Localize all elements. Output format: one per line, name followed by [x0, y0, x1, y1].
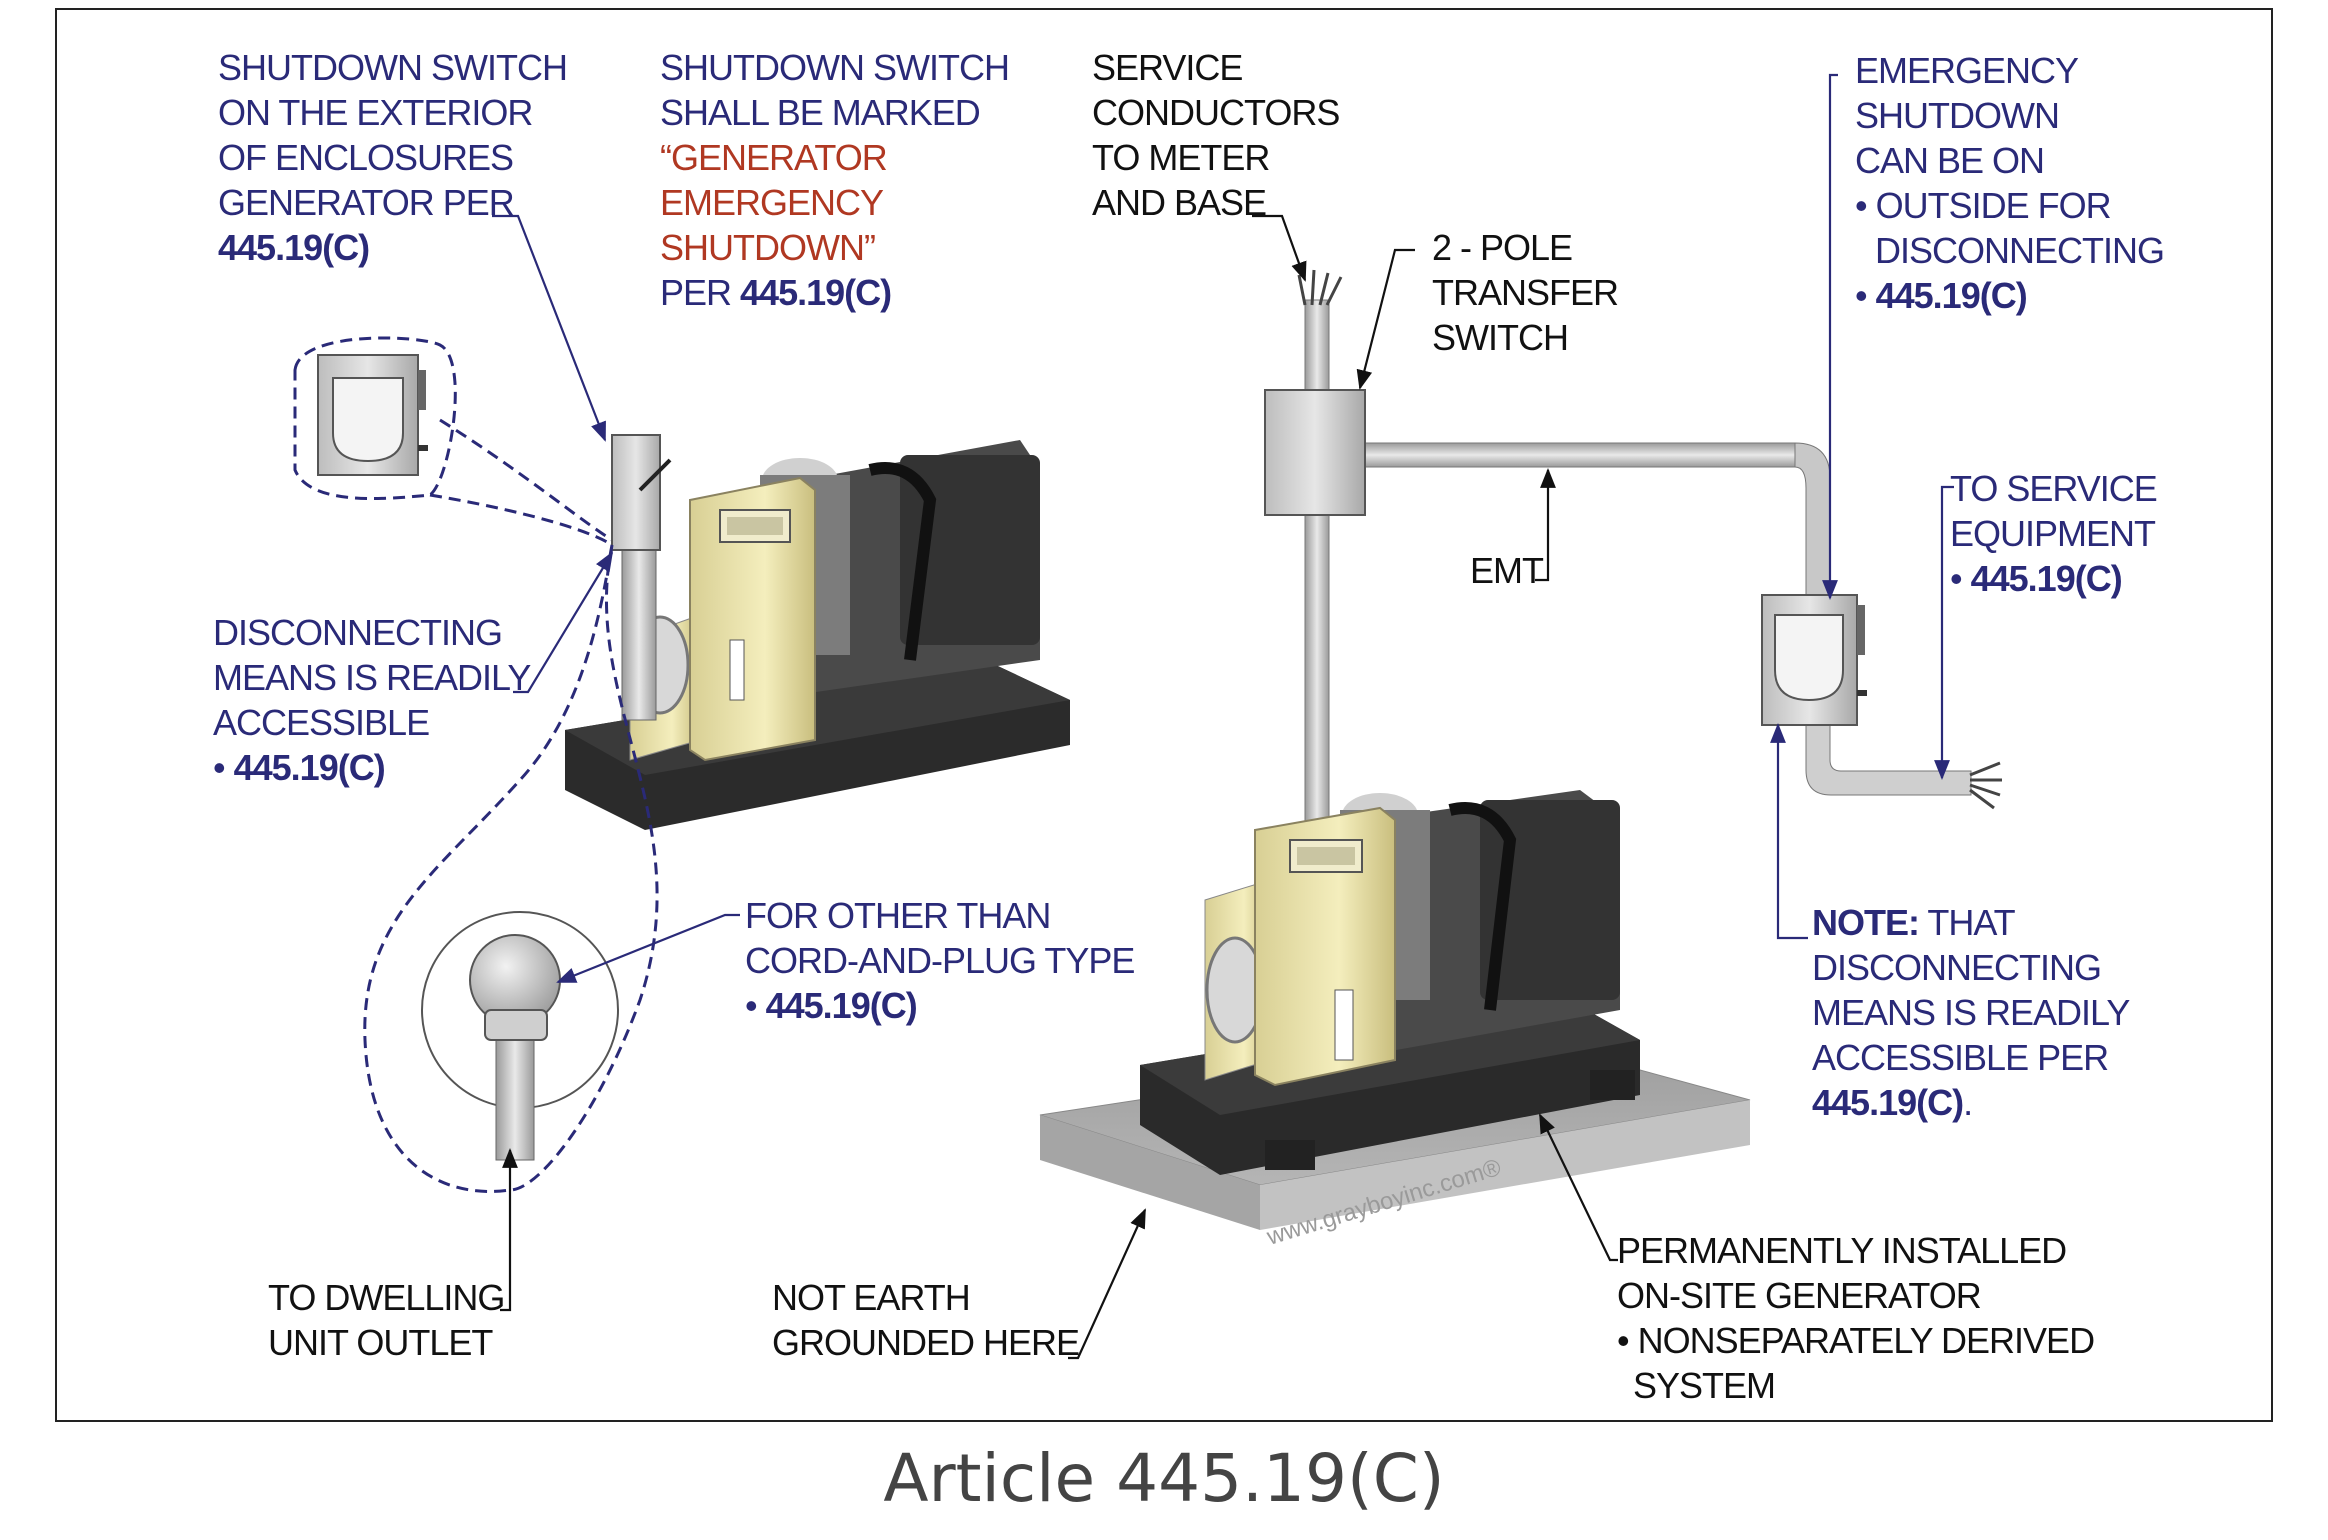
label-transfer-switch: 2 - POLE TRANSFER SWITCH	[1432, 225, 1619, 360]
label-line: MEANS IS READILY	[213, 657, 531, 698]
label-line: TRANSFER	[1432, 272, 1619, 313]
figure-caption: Article 445.19(C)	[883, 1440, 1445, 1517]
right-generator	[1140, 790, 1640, 1175]
label-line: GENERATOR PER	[218, 182, 515, 223]
label-cord-plug: FOR OTHER THAN CORD-AND-PLUG TYPE • 445.…	[745, 893, 1135, 1028]
label-line: OF ENCLOSURES	[218, 137, 514, 178]
label-emt: EMT	[1470, 550, 1544, 591]
marking-text: EMERGENCY	[660, 182, 884, 223]
code-reference: 445.19(C)	[1812, 1082, 1964, 1123]
code-reference: 445.19(C)	[740, 272, 892, 313]
plug-detail	[421, 911, 619, 1161]
label-line: TO DWELLING	[268, 1277, 505, 1318]
label-line: CORD-AND-PLUG TYPE	[745, 940, 1135, 981]
label-dwelling-outlet: TO DWELLING UNIT OUTLET	[268, 1275, 505, 1365]
label-line: 2 - POLE	[1432, 227, 1573, 268]
enclosure-detail-outline	[293, 336, 457, 500]
label-line: ACCESSIBLE PER	[1812, 1037, 2109, 1078]
label-line: DISCONNECTING	[213, 612, 503, 653]
label-line: MEANS IS READILY	[1812, 992, 2130, 1033]
code-reference: 445.19(C)	[765, 985, 918, 1026]
period: .	[1963, 1082, 1973, 1123]
label-line: DISCONNECTING	[1812, 947, 2102, 988]
label-line: THAT	[1919, 902, 2015, 943]
label-shutdown-marked: SHUTDOWN SWITCH SHALL BE MARKED “GENERAT…	[660, 45, 1010, 315]
label-line: • OUTSIDE FOR	[1855, 185, 2112, 226]
label-line: DISCONNECTING	[1875, 230, 2165, 271]
label-line: CAN BE ON	[1855, 140, 2045, 181]
code-reference: 445.19(C)	[1970, 558, 2123, 599]
label-line: NOT EARTH	[772, 1277, 971, 1318]
label-disconnecting-accessible: DISCONNECTING MEANS IS READILY ACCESSIBL…	[213, 610, 531, 790]
code-reference: 445.19(C)	[1875, 275, 2028, 316]
label-line: CONDUCTORS	[1092, 92, 1340, 133]
transfer-switch-box	[1264, 389, 1366, 516]
label-line: PERMANENTLY INSTALLED	[1617, 1230, 2067, 1271]
label-line: GROUNDED HERE	[772, 1322, 1080, 1363]
label-line: SHUTDOWN SWITCH	[218, 47, 568, 88]
label-line: SERVICE	[1092, 47, 1243, 88]
label-shutdown-exterior: SHUTDOWN SWITCH ON THE EXTERIOR OF ENCLO…	[218, 45, 568, 270]
label-note: NOTE: THAT DISCONNECTING MEANS IS READIL…	[1812, 900, 2130, 1125]
label-line: UNIT OUTLET	[268, 1322, 493, 1363]
service-conduit	[1297, 269, 1343, 831]
label-line: SHUTDOWN SWITCH	[660, 47, 1010, 88]
label-line: AND BASE	[1092, 182, 1267, 223]
label-line: SHALL BE MARKED	[660, 92, 981, 133]
emergency-shutdown-box	[1761, 594, 1867, 726]
note-heading: NOTE:	[1812, 902, 1920, 943]
label-line: PER	[660, 272, 741, 313]
code-reference: 445.19(C)	[218, 227, 370, 268]
label-permanent-generator: PERMANENTLY INSTALLED ON-SITE GENERATOR …	[1617, 1228, 2095, 1408]
label-line: SHUTDOWN	[1855, 95, 2060, 136]
label-emergency-shutdown: EMERGENCY SHUTDOWN CAN BE ON • OUTSIDE F…	[1855, 48, 2165, 318]
label-line: EQUIPMENT	[1950, 513, 2156, 554]
label-to-service-equipment: TO SERVICE EQUIPMENT • 445.19(C)	[1950, 466, 2158, 601]
label-service-conductors: SERVICE CONDUCTORS TO METER AND BASE	[1092, 45, 1340, 225]
bullet: •	[1855, 275, 1876, 316]
left-generator	[565, 440, 1070, 830]
left-shutdown-switch	[611, 434, 672, 721]
label-line: SYSTEM	[1633, 1365, 1776, 1406]
emt-conduit	[1364, 442, 1831, 604]
label-line: • NONSEPARATELY DERIVED	[1617, 1320, 2095, 1361]
label-line: ON-SITE GENERATOR	[1617, 1275, 1982, 1316]
service-equipment-conduit	[1805, 719, 2002, 810]
marking-text: SHUTDOWN”	[660, 227, 876, 268]
label-not-earth-grounded: NOT EARTH GROUNDED HERE	[772, 1275, 1080, 1365]
label-line: TO SERVICE	[1950, 468, 2158, 509]
label-line: ACCESSIBLE	[213, 702, 430, 743]
label-line: TO METER	[1092, 137, 1270, 178]
marking-text: “GENERATOR	[660, 137, 888, 178]
bullet: •	[745, 985, 766, 1026]
code-reference: 445.19(C)	[233, 747, 386, 788]
label-line: EMERGENCY	[1855, 50, 2079, 91]
label-line: SWITCH	[1432, 317, 1569, 358]
enclosure-detail	[317, 354, 428, 476]
label-line: ON THE EXTERIOR	[218, 92, 533, 133]
plug-detail-outline	[363, 544, 659, 1193]
leader-lines	[492, 73, 1954, 1360]
bullet: •	[213, 747, 234, 788]
bullet: •	[1950, 558, 1971, 599]
label-line: FOR OTHER THAN	[745, 895, 1051, 936]
